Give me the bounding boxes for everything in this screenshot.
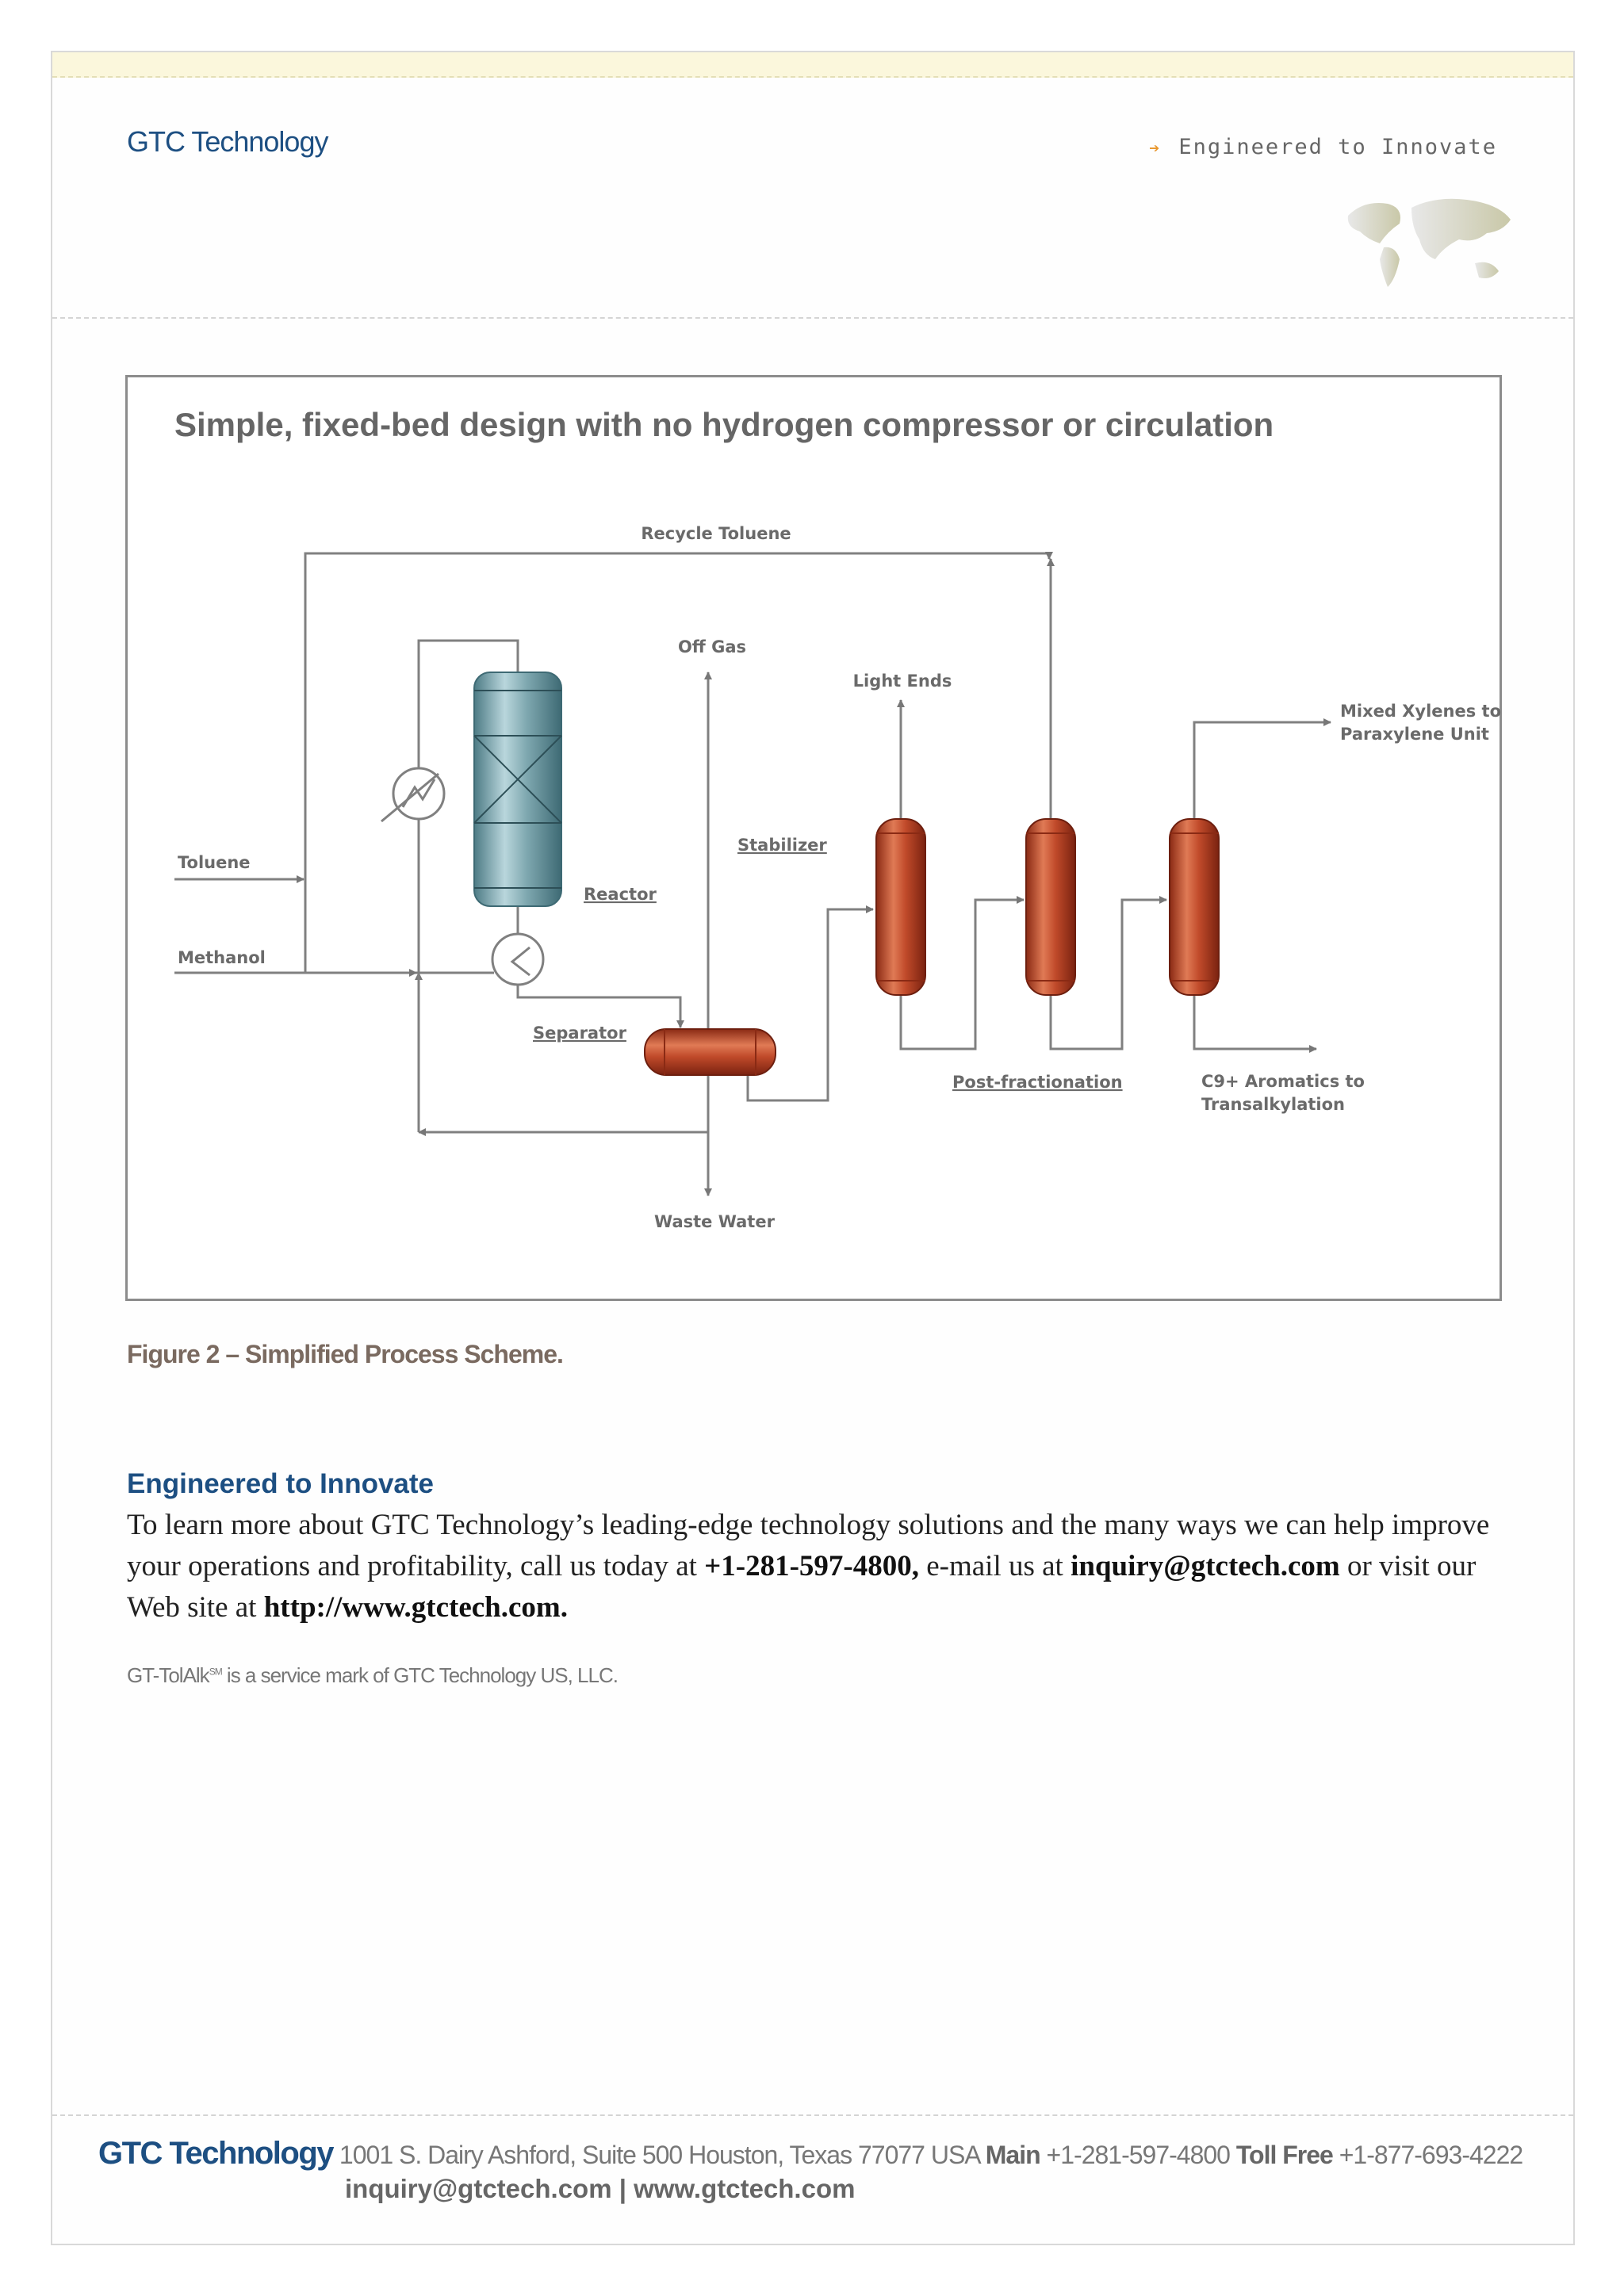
heat-exchanger-icon bbox=[381, 767, 446, 823]
label-c9-2: Transalkylation bbox=[1201, 1095, 1345, 1114]
service-mark-name: GT-TolAlk bbox=[127, 1663, 210, 1687]
stab-bottoms bbox=[899, 896, 1025, 1050]
service-mark-text: is a service mark of GTC Technology US, … bbox=[221, 1663, 619, 1687]
label-waste-water: Waste Water bbox=[654, 1212, 776, 1231]
methanol-line bbox=[174, 971, 423, 1058]
reactor-vessel bbox=[473, 672, 562, 907]
c9-line bbox=[1193, 993, 1317, 1053]
phone-number: +1-281-597-4800, bbox=[704, 1550, 919, 1582]
footer-contact-links[interactable]: inquiry@gtctech.com | www.gtctech.com bbox=[345, 2174, 856, 2203]
feed-effluent-exchanger-icon bbox=[491, 932, 545, 986]
arrow-icon: ➔ bbox=[1149, 139, 1162, 159]
label-off-gas: Off Gas bbox=[678, 637, 746, 656]
separator-vessel bbox=[644, 1028, 776, 1076]
label-recycle-toluene: Recycle Toluene bbox=[641, 524, 791, 543]
footer-line-1: GTC Technology 1001 S. Dairy Ashford, Su… bbox=[98, 2136, 1523, 2172]
footer-main-phone: +1-281-597-4800 bbox=[1040, 2141, 1236, 2169]
recycle-toluene-line bbox=[304, 552, 1053, 973]
top-band bbox=[52, 52, 1573, 78]
footer-main-label: Main bbox=[985, 2141, 1041, 2169]
label-mixed-xylenes-1: Mixed Xylenes to bbox=[1340, 702, 1501, 721]
service-mark-note: GT-TolAlkSM is a service mark of GTC Tec… bbox=[127, 1663, 619, 1688]
email-link[interactable]: inquiry@gtctech.com bbox=[1071, 1550, 1340, 1582]
tagline-text: Engineered to Innovate bbox=[1178, 135, 1497, 159]
post-fractionation-column-1 bbox=[1025, 818, 1076, 996]
website-link[interactable]: http://www.gtctech.com. bbox=[263, 1591, 568, 1624]
section-heading: Engineered to Innovate bbox=[127, 1468, 434, 1499]
footer-tollfree-phone: +1-877-693-4222 bbox=[1332, 2141, 1523, 2169]
label-stabilizer: Stabilizer bbox=[737, 836, 827, 855]
footer-brand: GTC Technology bbox=[98, 2136, 335, 2171]
company-logo: GTC Technology bbox=[127, 125, 328, 158]
body-text-3: or visit our Web site at bbox=[127, 1550, 1477, 1624]
body-text-1: To learn more about GTC Technology’s lea… bbox=[127, 1509, 1490, 1582]
figure-title: Simple, fixed-bed design with no hydroge… bbox=[174, 406, 1274, 443]
label-post-fractionation: Post-fractionation bbox=[952, 1073, 1123, 1092]
label-light-ends: Light Ends bbox=[853, 672, 952, 691]
col2-bottoms bbox=[1049, 896, 1167, 1050]
label-mixed-xylenes-2: Paraxylene Unit bbox=[1340, 725, 1489, 744]
body-text-2: e-mail us at bbox=[918, 1550, 1071, 1582]
label-reactor: Reactor bbox=[584, 885, 657, 904]
label-toluene: Toluene bbox=[178, 853, 251, 872]
to-stabilizer bbox=[746, 905, 874, 1102]
process-diagram: Recycle Toluene Off Gas Light Ends Mixed… bbox=[174, 524, 1501, 1231]
post-fractionation-column-2 bbox=[1169, 818, 1220, 996]
footer-address: 1001 S. Dairy Ashford, Suite 500 Houston… bbox=[333, 2141, 986, 2169]
tagline: ➔ Engineered to Innovate bbox=[1149, 135, 1497, 159]
xylenes-line bbox=[1193, 718, 1331, 823]
footer-tollfree-label: Toll Free bbox=[1235, 2141, 1334, 2169]
header-divider bbox=[52, 317, 1573, 319]
label-methanol: Methanol bbox=[178, 948, 266, 967]
figure-caption: Figure 2 – Simplified Process Scheme. bbox=[127, 1340, 564, 1368]
label-separator: Separator bbox=[533, 1024, 627, 1043]
footer-divider bbox=[52, 2114, 1573, 2116]
figure-frame bbox=[125, 375, 1502, 1301]
stabilizer-column bbox=[875, 818, 926, 996]
sm-superscript: SM bbox=[209, 1666, 223, 1678]
label-c9-1: C9+ Aromatics to bbox=[1201, 1072, 1365, 1091]
world-map-icon bbox=[1347, 198, 1511, 287]
contact-paragraph: To learn more about GTC Technology’s lea… bbox=[127, 1505, 1522, 1628]
